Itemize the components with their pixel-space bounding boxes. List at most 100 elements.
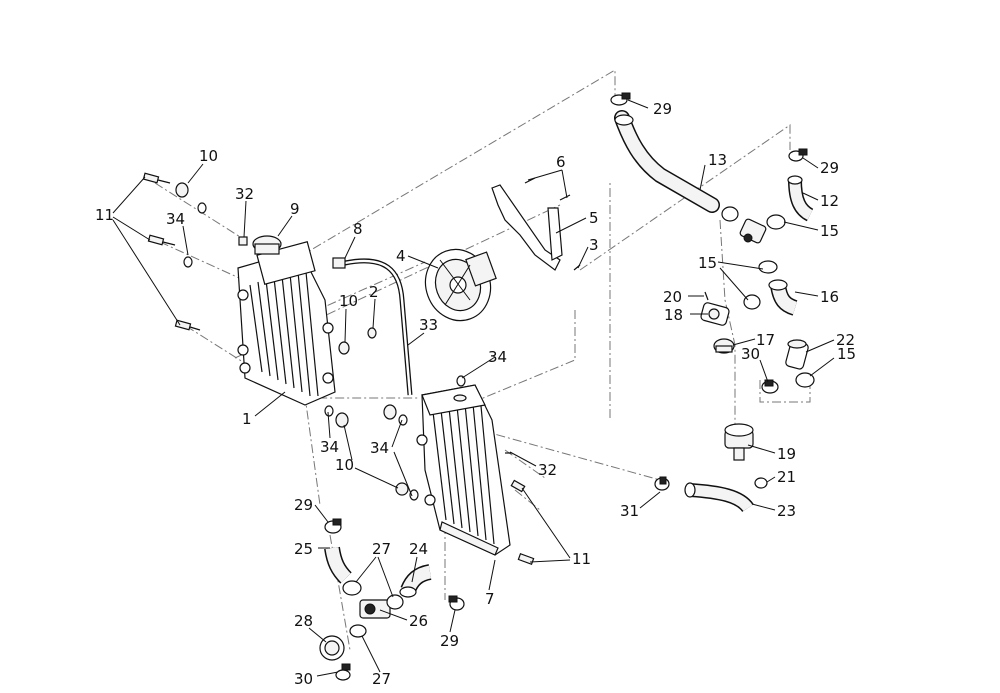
bolt-icon <box>510 479 526 493</box>
grommet-icon <box>335 412 349 428</box>
hose-fitting-26 <box>359 599 391 619</box>
grommet-icon <box>383 404 397 420</box>
grommet-icon <box>338 341 350 355</box>
nut-icon <box>238 236 248 246</box>
callout-2: 2 <box>369 283 379 301</box>
clamp-icon <box>743 294 761 310</box>
callout-8: 8 <box>353 220 363 238</box>
clamp-icon <box>758 260 778 274</box>
callout-20: 20 <box>663 288 682 306</box>
bolts <box>142 172 709 565</box>
clamp-icon <box>342 580 362 596</box>
callout-29c: 29 <box>294 496 313 514</box>
callout-23: 23 <box>777 502 796 520</box>
overflow-tube <box>332 257 413 396</box>
callout-21: 21 <box>777 468 796 486</box>
bolt-icon <box>142 172 171 184</box>
clamp-icon <box>654 476 670 491</box>
callout-26: 26 <box>409 612 428 630</box>
lower-hose-24 <box>399 564 432 598</box>
screw-icon <box>704 291 709 301</box>
callout-32a: 32 <box>235 185 254 203</box>
callout-9: 9 <box>290 200 300 218</box>
callout-12: 12 <box>820 192 839 210</box>
callout-29a: 29 <box>653 100 672 118</box>
callout-10b: 10 <box>339 292 358 310</box>
callout-6: 6 <box>556 153 566 171</box>
leader-lines <box>112 99 835 677</box>
callout-34a: 34 <box>166 210 185 228</box>
callout-30a: 30 <box>741 345 760 363</box>
callout-7: 7 <box>485 590 495 608</box>
bolt-icon <box>147 234 176 246</box>
callout-18: 18 <box>664 306 683 324</box>
grommets <box>175 182 466 501</box>
clamp-icon <box>448 595 465 611</box>
left-radiator <box>237 235 336 406</box>
bolt-icon <box>517 553 535 565</box>
callout-22: 22 <box>836 331 855 349</box>
grommet-icon <box>395 482 409 496</box>
callout-24: 24 <box>409 540 428 558</box>
hose-connector <box>739 218 767 244</box>
callout-15a: 15 <box>820 222 839 240</box>
grommet-icon <box>197 202 207 214</box>
clamp-icon <box>761 379 779 394</box>
callout-15c: 15 <box>837 345 856 363</box>
callout-13: 13 <box>708 151 727 169</box>
callout-10a: 10 <box>199 147 218 165</box>
callout-labels: 1 2 3 4 5 6 7 8 9 10 10 10 11 11 12 13 1… <box>95 100 856 688</box>
clamp-icon <box>324 518 342 534</box>
callout-16: 16 <box>820 288 839 306</box>
elbow-hose-12 <box>787 175 814 222</box>
callout-10c: 10 <box>335 456 354 474</box>
clamp-icon <box>766 214 786 230</box>
callout-34b: 34 <box>488 348 507 366</box>
callout-27a: 27 <box>372 540 391 558</box>
callout-29b: 29 <box>820 159 839 177</box>
clamp-icon <box>795 372 815 388</box>
upper-hose <box>614 110 720 213</box>
callout-34d: 34 <box>370 439 389 457</box>
lower-right-hose <box>684 482 754 513</box>
grommet-icon <box>456 375 466 387</box>
callout-31: 31 <box>620 502 639 520</box>
thermostat-housing <box>700 302 730 326</box>
callout-17: 17 <box>756 331 775 349</box>
callout-11a: 11 <box>95 206 114 224</box>
grommet-icon <box>324 405 334 417</box>
callout-5: 5 <box>589 209 599 227</box>
callout-29d: 29 <box>440 632 459 650</box>
clamp-icon <box>610 92 631 106</box>
elbow-hose-16 <box>768 279 798 316</box>
callout-3: 3 <box>589 236 599 254</box>
grommet-icon <box>175 182 189 198</box>
callout-4: 4 <box>396 247 406 265</box>
right-radiator <box>416 384 511 556</box>
clamp-icon <box>788 148 808 162</box>
grommet-icon <box>367 327 377 339</box>
lower-hose-25 <box>324 546 352 584</box>
right-radiator-fins <box>432 403 495 545</box>
callout-1: 1 <box>242 410 252 428</box>
callout-19: 19 <box>777 445 796 463</box>
water-pump-cover <box>724 423 754 461</box>
hose-clamps <box>324 92 815 681</box>
grommet-icon <box>183 256 193 268</box>
callout-32b: 32 <box>538 461 557 479</box>
bolt-icon <box>174 319 201 331</box>
clamp-icon <box>754 477 768 489</box>
clamp-icon <box>349 624 367 638</box>
grommet-icon <box>409 489 419 501</box>
callout-25: 25 <box>294 540 313 558</box>
clamp-icon <box>721 206 739 222</box>
thermostat <box>713 338 735 354</box>
clamp-icon <box>386 594 404 610</box>
left-radiator-fins <box>249 271 319 397</box>
callout-15b: 15 <box>698 254 717 272</box>
screw-icon <box>559 194 571 201</box>
callout-33: 33 <box>419 316 438 334</box>
cooling-fan <box>424 248 497 322</box>
fitting-22 <box>785 339 809 370</box>
